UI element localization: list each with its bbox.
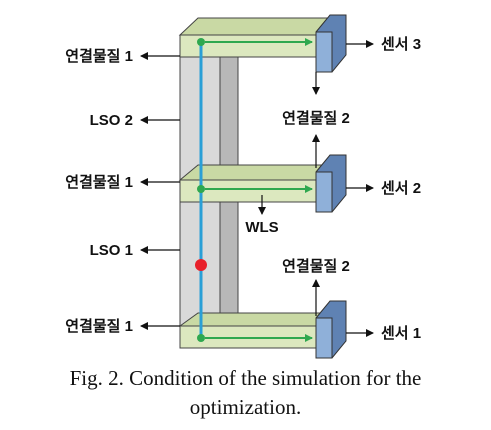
guide-dot-top: [197, 38, 205, 46]
sensor-1: [315, 300, 347, 359]
caption-line-2: optimization.: [189, 395, 302, 419]
label-wls: WLS: [245, 219, 278, 236]
label-lso2: LSO 2: [90, 112, 133, 129]
label-connector-mid: 연결물질 1: [65, 173, 133, 191]
sensor-3: [315, 14, 347, 73]
bottom-plate-top: [178, 312, 336, 327]
sensor-2: [315, 154, 347, 213]
label-sensor1: 센서 1: [381, 325, 421, 342]
label-sensor3: 센서 3: [381, 36, 421, 53]
mid-plate-top: [178, 164, 336, 181]
source-point: [195, 259, 207, 271]
label-connector2-upper: 연결물질 2: [282, 109, 350, 127]
diagram: 연결물질 1 LSO 2 연결물질 1 LSO 1 연결물질 1 센서 3 센서…: [65, 14, 421, 359]
guide-dot-mid: [197, 185, 205, 193]
label-connector-top: 연결물질 1: [65, 47, 133, 65]
label-connector2-lower: 연결물질 2: [282, 257, 350, 275]
label-sensor2: 센서 2: [381, 180, 421, 197]
guide-dot-bottom: [197, 334, 205, 342]
top-plate-top: [178, 17, 336, 36]
caption-line-1: Fig. 2. Condition of the simulation for …: [69, 366, 422, 390]
figure-caption: Fig. 2. Condition of the simulation for …: [0, 364, 491, 422]
label-connector-bottom: 연결물질 1: [65, 317, 133, 335]
label-lso1: LSO 1: [90, 242, 133, 259]
